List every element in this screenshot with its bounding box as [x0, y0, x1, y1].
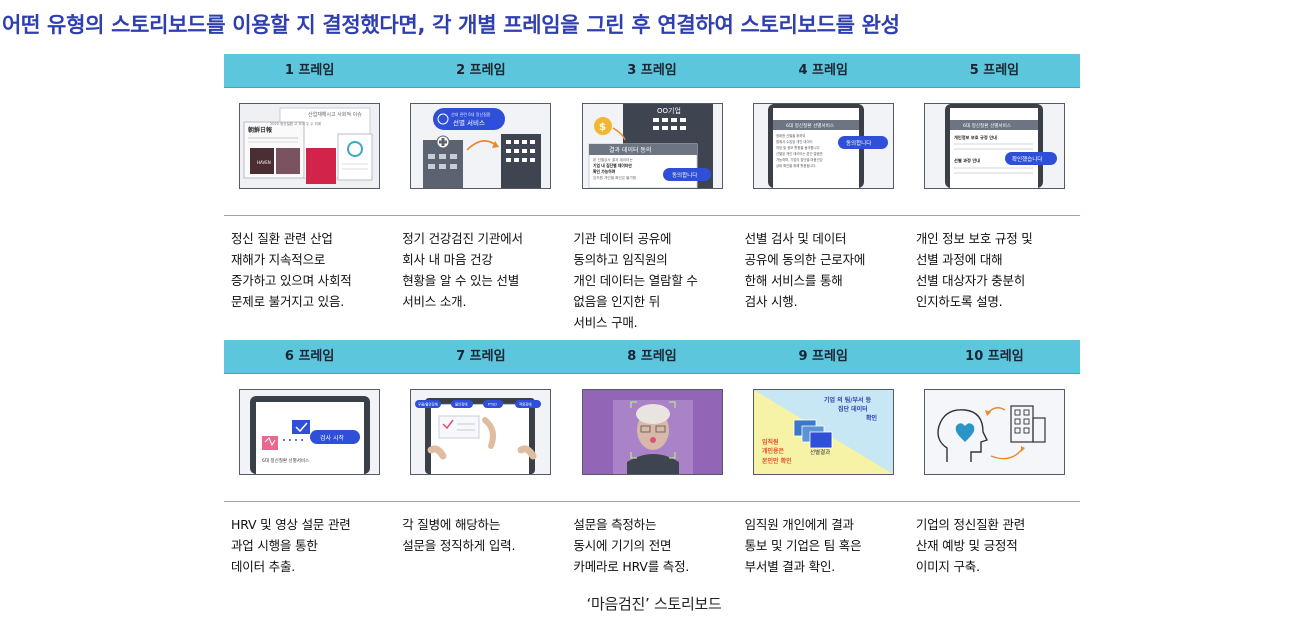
frame-1-image: 산업재해시고 사회적 이슈 朝鮮日報 2020 정신질환 고 꼬아 우 수 피해… — [239, 103, 381, 189]
frame-3-line: 확인 가능하며 — [593, 169, 616, 174]
frame-3-line: 본 선별검사 결과 데이터는 — [593, 157, 633, 162]
frame-description: 기업의 정신질환 관련 산재 예방 및 긍정적 이미지 구축. — [915, 517, 1026, 574]
frame-9-top2: 집단 데이터 — [838, 405, 868, 413]
frame-7-step: 우울/불안장애 — [418, 402, 438, 407]
storyboard-row-1: 1 프레임 2 프레임 3 프레임 4 프레임 5 프레임 산업재해시고 사회적… — [224, 54, 1080, 333]
frame-descriptions: 정신 질환 관련 산업 재해가 지속적으로 증가하고 있으며 사회적 문제로 불… — [224, 216, 1080, 333]
frame-7-step: 불안장애 — [455, 402, 467, 407]
frame-3-company: OO기업 — [657, 106, 681, 115]
frame-label: 6 프레임 — [284, 349, 335, 364]
frame-7-image: 우울/불안장애 불안장애 PTSD 적응장애 — [410, 389, 552, 475]
page-heading: 어떤 유형의 스토리보드를 이용할 지 결정했다면, 각 개별 프레임을 그린 … — [2, 13, 900, 37]
frame-description: HRV 및 영상 설문 관련 과업 시행을 통한 데이터 추출. — [231, 517, 351, 574]
frame-2-pill: 선별 서비스 — [453, 118, 485, 127]
frame-9-bottom1: 임직원 — [762, 438, 779, 446]
frame-1-tag: HAVEN — [257, 160, 271, 165]
frame-5-image: 6대 정신질환 선별서비스 개인정보 보호 규정 안내 선별 과정 안내 확인했… — [923, 103, 1065, 189]
frame-4-image: 6대 정신질환 선별서비스 정확한 선별을 위하여 앱에서 수집된 개인 데이터… — [752, 103, 894, 189]
frame-6-footer: 6대 정신질환 선별서비스 — [262, 457, 309, 464]
frame-4-line: 선별된 개인 데이터는 본인 열람만 — [776, 151, 823, 156]
frame-label: 2 프레임 — [456, 63, 506, 78]
frame-label: 4 프레임 — [798, 63, 848, 78]
frame-3-line: 기업 내 집단별 데이터만 — [593, 163, 632, 168]
frame-9-image: 기업 의 팀/부서 등 집단 데이터 확인 임직원 개인용은 본인만 확인 선별… — [752, 389, 894, 475]
frame-9-top1: 기업 의 팀/부서 등 — [824, 396, 872, 404]
frame-4-title: 6대 정신질환 선별서비스 — [786, 122, 834, 129]
frame-5-line: 선별 과정 안내 — [954, 157, 980, 164]
frame-4-line: 앱에서 수집된 개인 데이터 — [776, 139, 813, 144]
frame-description: 각 질병에 해당하는 설문을 정직하게 입력. — [402, 517, 516, 553]
frame-2-image: 선대 관련 6대 정신질환 선별 서비스 — [410, 103, 552, 189]
storyboard-row-2: 6 프레임 7 프레임 8 프레임 9 프레임 10 프레임 검사 시작 6대 … — [224, 340, 1080, 577]
frame-description: 정기 건강검진 기관에서 회사 내 마음 건강 현황을 알 수 있는 선별 서비… — [402, 231, 523, 309]
frame-3-image: OO기업 $ 결과 데이터 동의 본 선별검사 결과 데이터는 기업 내 집단별… — [581, 103, 723, 189]
frame-description: 개인 정보 보호 규정 및 선별 과정에 대해 선별 대상자가 충분히 인지하도… — [915, 231, 1033, 309]
frame-9-bottom3: 본인만 확인 — [762, 457, 792, 465]
frame-9-bottom2: 개인용은 — [762, 447, 785, 455]
figure-caption: ‘마음검진’ 스토리보드 — [586, 595, 722, 613]
frame-label: 5 프레임 — [969, 63, 1020, 78]
frame-5-line: 개인정보 보호 규정 안내 — [954, 134, 997, 141]
frame-1-title: 산업재해시고 사회적 이슈 — [308, 111, 362, 118]
svg-text:朝鮮日報: 朝鮮日報 — [248, 126, 273, 134]
frame-4-line: 가능하며, 기업의 집단별 마음건강 — [776, 157, 823, 162]
frame-label: 10 프레임 — [965, 349, 1024, 364]
frame-label: 7 프레임 — [456, 349, 506, 364]
frame-3-title: 결과 데이터 동의 — [609, 146, 651, 154]
frame-label-band: 6 프레임 7 프레임 8 프레임 9 프레임 10 프레임 — [224, 340, 1080, 374]
frame-4-line: 정확한 선별을 위하여 — [776, 133, 805, 138]
frame-description: 선별 검사 및 데이터 공유에 동의한 근로자에 한해 서비스를 통해 검사 시… — [744, 231, 866, 309]
frame-1-sub: 2020 정신질환 고 꼬아 우 수 피해 — [270, 121, 321, 126]
frame-description: 설문을 측정하는 동시에 기기의 전면 카메라로 HRV를 측정. — [573, 517, 690, 574]
frame-label: 1 프레임 — [284, 63, 335, 78]
frame-descriptions: HRV 및 영상 설문 관련 과업 시행을 통한 데이터 추출. 각 질병에 해… — [224, 502, 1080, 577]
frame-3-agree-button: 동의합니다 — [672, 171, 697, 179]
frame-4-line: 저장 및 정보 활용을 동의합니다 — [776, 145, 820, 150]
frame-10-image — [923, 389, 1065, 475]
frame-6-start-button: 검사 시작 — [320, 434, 344, 442]
frame-6-image: 검사 시작 6대 정신질환 선별서비스 — [239, 389, 381, 475]
frame-description: 정신 질환 관련 산업 재해가 지속적으로 증가하고 있으며 사회적 문제로 불… — [231, 231, 352, 309]
frame-9-top3: 확인 — [866, 414, 878, 422]
frame-9-result: 선별결과 — [810, 448, 830, 456]
svg-text:$: $ — [599, 122, 606, 133]
frame-5-confirm-button: 확인했습니다 — [1012, 155, 1042, 163]
frame-description: 기관 데이터 공유에 동의하고 임직원의 개인 데이터는 열람할 수 없음을 인… — [573, 231, 698, 330]
frame-label: 3 프레임 — [627, 63, 677, 78]
frame-thumbnails: 검사 시작 6대 정신질환 선별서비스 우울/불안장애 불안장애 PTSD — [224, 374, 1080, 502]
frame-label: 8 프레임 — [627, 349, 677, 364]
frame-5-title: 6대 정신질환 선별서비스 — [963, 122, 1011, 129]
frame-2-pill-small: 선대 관련 6대 정신질환 — [451, 111, 491, 117]
frame-8-image — [581, 389, 723, 475]
frame-thumbnails: 산업재해시고 사회적 이슈 朝鮮日報 2020 정신질환 고 꼬아 우 수 피해… — [224, 88, 1080, 216]
frame-4-agree-button: 동의합니다 — [846, 139, 871, 147]
frame-4-line: 상태 확인을 위해 활용됩니다. — [776, 163, 817, 168]
frame-description: 임직원 개인에게 결과 통보 및 기업은 팀 혹은 부서별 결과 확인. — [744, 517, 862, 574]
frame-label: 9 프레임 — [798, 349, 848, 364]
frame-label-band: 1 프레임 2 프레임 3 프레임 4 프레임 5 프레임 — [224, 54, 1080, 88]
frame-7-step: PTSD — [488, 403, 497, 407]
frame-3-line: 임직원 개인별 확인은 불가함 — [593, 175, 637, 180]
frame-7-step: 적응장애 — [519, 402, 531, 407]
